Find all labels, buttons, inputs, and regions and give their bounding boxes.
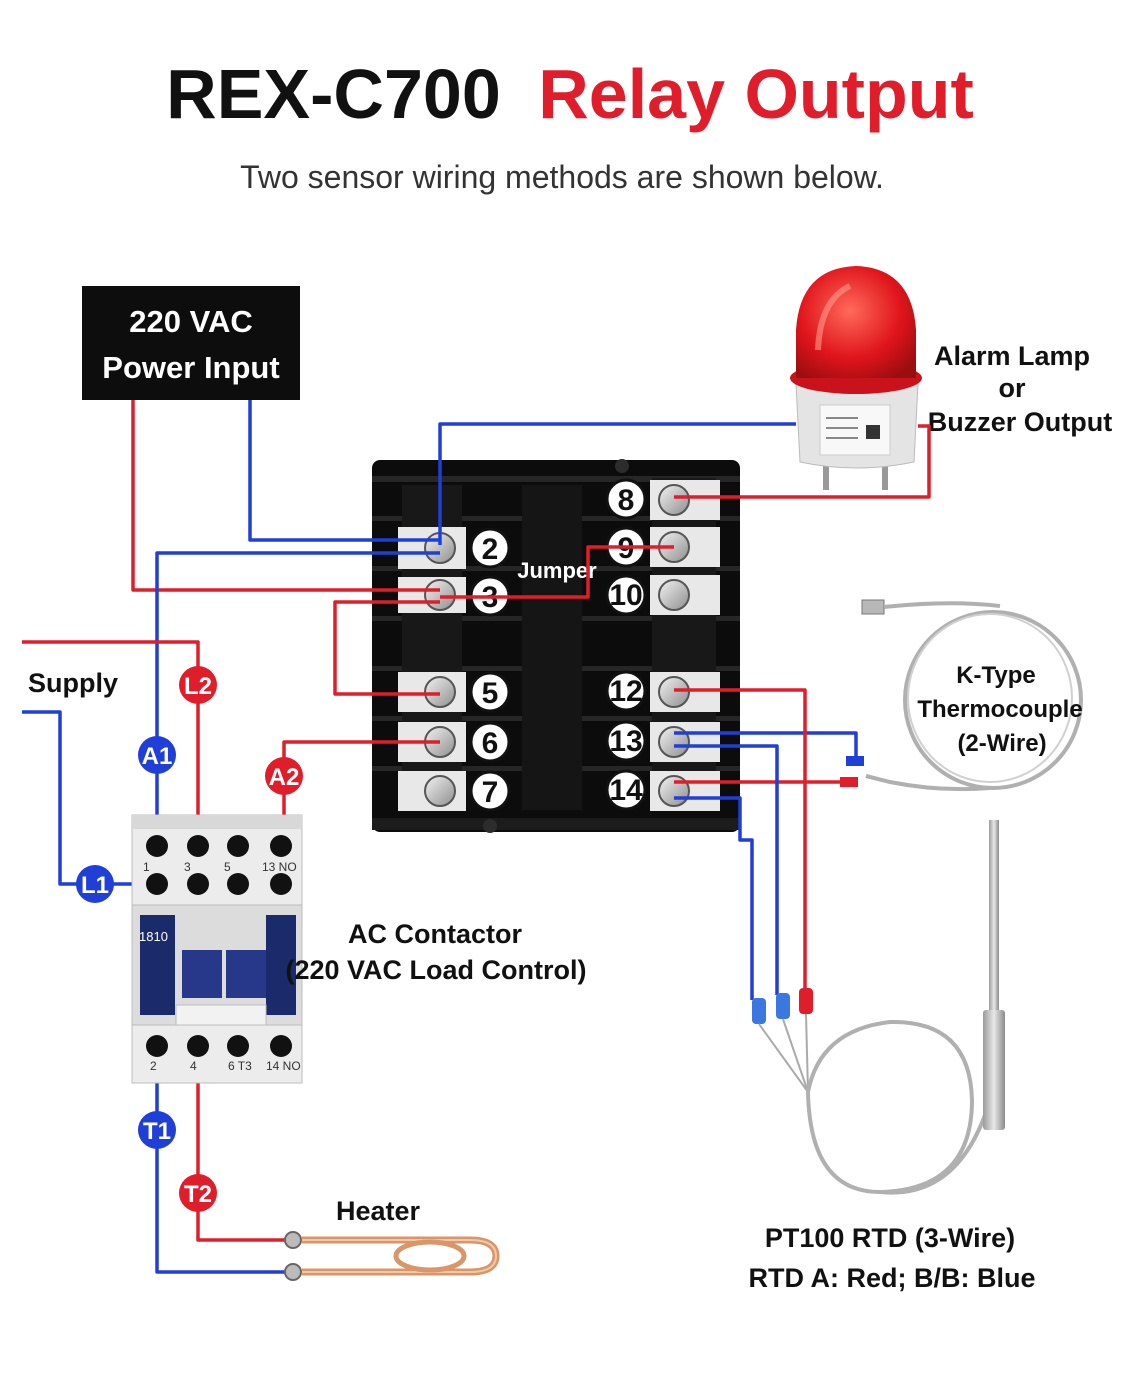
wire-alarm-red [674,424,931,499]
power-input-box [82,286,300,400]
rtd-label-line1: PT100 RTD (3-Wire) [765,1223,1015,1253]
alarm-label-line1: Alarm Lamp [934,341,1090,371]
svg-text:13: 13 [609,725,642,758]
wire-alarm-blue [438,422,796,545]
svg-text:14 NO: 14 NO [266,1059,301,1073]
badge-a1: A1 [138,736,176,774]
svg-text:12: 12 [609,675,642,708]
contactor-label-line1: AC Contactor [348,919,522,949]
svg-text:8: 8 [618,484,635,517]
terminal-number-5: 5 [469,671,511,713]
badge-l2: L2 [179,666,217,704]
svg-text:T1: T1 [143,1118,171,1145]
svg-text:4: 4 [190,1059,197,1073]
rtd-probe-icon [752,820,1005,1195]
heater-icon [284,1231,500,1281]
title-part1: REX-C700 [166,55,501,133]
terminal-number-13: 13 [605,720,647,762]
wire-supply-l2 [22,640,200,884]
badge-t1: T1 [138,1111,176,1149]
svg-text:13 NO: 13 NO [262,860,297,874]
rtd-label-line2: RTD A: Red; B/B: Blue [749,1263,1036,1293]
wire-jumper-red [440,545,674,599]
wire-power-red [131,400,440,592]
terminal-number-6: 6 [469,721,511,763]
terminal-number-12: 12 [605,670,647,712]
heater-label: Heater [336,1196,421,1226]
wire-loop-3-5 [333,600,440,696]
contactor-icon [131,814,303,1084]
contactor-top-pins: 1 3 5 13 NO [143,860,297,874]
svg-text:7: 7 [482,776,499,809]
alarm-label-line2: or [999,373,1026,403]
alarm-lamp-icon [790,266,922,490]
svg-text:T2: T2 [184,1181,212,1208]
svg-text:L1: L1 [81,872,109,899]
contactor-label-line2: (220 VAC Load Control) [285,955,586,985]
supply-label: Supply [28,668,118,698]
power-input-line1: 220 VAC [129,304,253,339]
svg-text:5: 5 [224,860,231,874]
svg-text:5: 5 [482,677,499,710]
wire-t2-red [196,1046,290,1242]
svg-text:2: 2 [150,1059,157,1073]
badge-l1: L1 [76,865,114,903]
contactor-bottom-pins: 2 4 6 T3 14 NO [150,1059,301,1073]
svg-text:14: 14 [609,774,643,807]
svg-text:6 T3: 6 T3 [228,1059,252,1073]
wire-rtd-red [674,688,807,990]
badge-a2: A2 [265,757,303,795]
terminal-number-8: 8 [605,478,647,520]
svg-text:A1: A1 [142,743,173,770]
page-title: REX-C700 Relay Output [166,55,974,133]
svg-text:L2: L2 [184,673,212,700]
page-subtitle: Two sensor wiring methods are shown belo… [240,159,884,195]
power-input-line2: Power Input [102,350,279,385]
svg-text:10: 10 [609,579,642,612]
thermocouple-label-line1: K-Type [956,662,1036,689]
svg-text:3: 3 [184,860,191,874]
wire-rtd-blue-bb [674,796,754,1000]
terminal-number-7: 7 [469,770,511,812]
thermocouple-label-line3: (2-Wire) [957,730,1046,757]
svg-text:1: 1 [143,860,150,874]
svg-text:6: 6 [482,727,499,760]
terminal-number-2: 2 [469,527,511,569]
badge-t2: T2 [179,1174,217,1212]
terminal-number-14: 14 [605,769,647,811]
terminal-number-10: 10 [605,574,647,616]
svg-text:2: 2 [482,533,499,566]
title-part2: Relay Output [538,55,974,133]
thermocouple-label-line2: Thermocouple [917,696,1082,723]
wire-tc-blue [674,731,858,760]
alarm-label-line3: Buzzer Output [928,407,1112,437]
wire-rtd-blue-b [674,744,779,995]
thermocouple-icon [840,599,1083,792]
contactor-model: 1810 [139,929,168,944]
wire-power-blue [248,400,440,542]
jumper-label: Jumper [517,558,597,583]
wire-a2-red [282,740,440,846]
svg-text:A2: A2 [269,764,300,791]
